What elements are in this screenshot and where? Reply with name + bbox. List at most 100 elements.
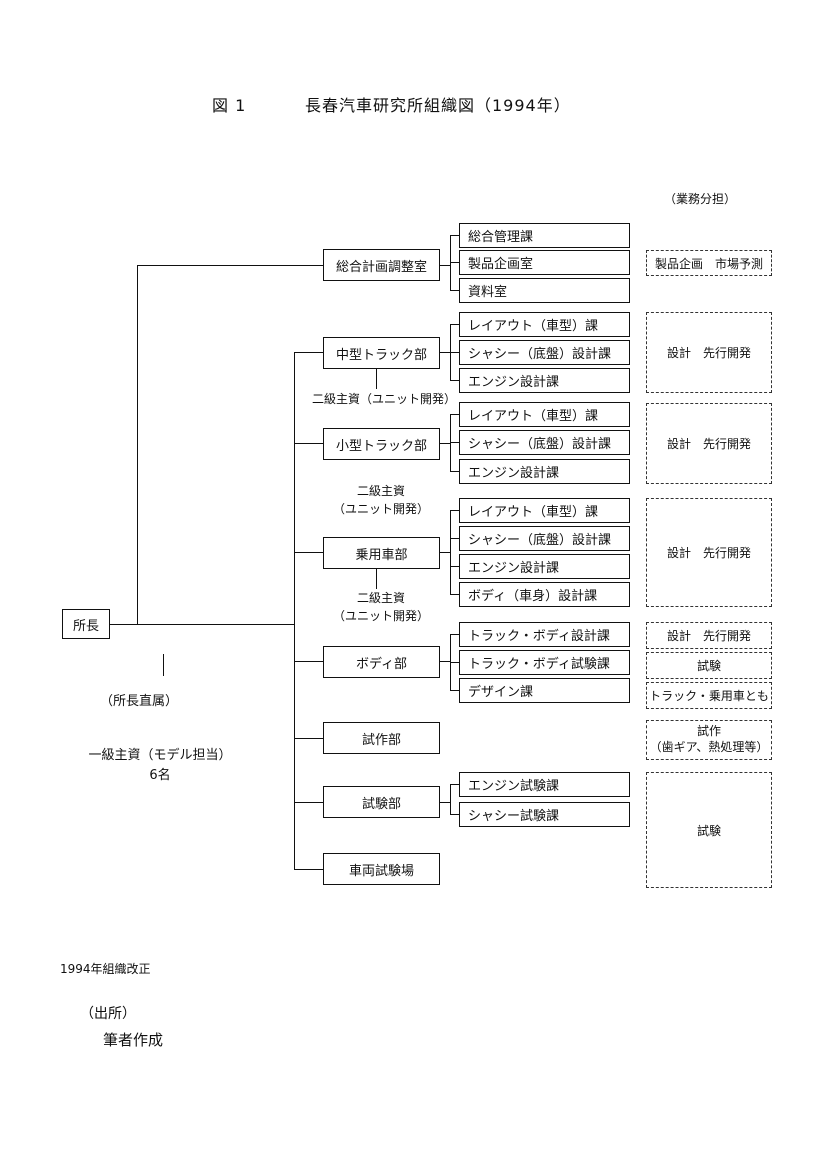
connector-medium-sub [376, 369, 377, 389]
connector-body-3 [450, 690, 459, 691]
dept-prototype-label: 試作部 [361, 732, 401, 748]
connector-testing-1 [450, 784, 459, 785]
connector-passenger-3 [450, 566, 459, 567]
section-label: レイアウト（車型）課 [468, 505, 599, 520]
role-passenger-car: 設計 先行開発 [646, 498, 772, 607]
connector-testing-vertical [450, 784, 451, 814]
dept-prototype: 試作部 [323, 722, 440, 754]
dept-planning-label: 総合計画調整室 [335, 259, 427, 275]
dept-passenger-car: 乗用車部 [323, 537, 440, 569]
dept-proving-ground: 車両試験場 [323, 853, 440, 885]
connector-to-small [294, 443, 323, 444]
role-planning: 製品企画 市場予測 [646, 250, 772, 276]
connector-passenger-4 [450, 594, 459, 595]
connector-small-1 [450, 414, 459, 415]
role-prototype: 試作 （歯ギア、熱処理等） [646, 720, 772, 760]
sub-engineer-passenger-line2: （ユニット開発） [332, 609, 429, 623]
connector-body-out [440, 661, 450, 662]
dept-body: ボディ部 [323, 646, 440, 678]
section-planning-2: 製品企画室 [459, 250, 630, 275]
role-medium-truck: 設計 先行開発 [646, 312, 772, 393]
role-label: 設計 先行開発 [666, 346, 751, 360]
section-body-1: トラック・ボディ設計課 [459, 622, 630, 647]
role-header: （業務分担） [664, 192, 737, 206]
section-label: 資料室 [468, 285, 508, 300]
role-label: 設計 先行開発 [666, 546, 751, 560]
connector-passenger-2 [450, 538, 459, 539]
role-body-design-dept: トラック・乗用車とも [646, 682, 772, 709]
chart-title: 長春汽車研究所組織図（1994年） [305, 96, 571, 115]
role-small-truck: 設計 先行開発 [646, 403, 772, 484]
connector-planning-1 [450, 235, 459, 236]
connector-testing-2 [450, 814, 459, 815]
connector-planning-2 [450, 262, 459, 263]
sub-engineer-medium: 二級主資（ユニット開発） [312, 392, 457, 406]
section-label: エンジン設計課 [468, 561, 560, 576]
connector-medium-out [440, 352, 450, 353]
section-small-1: レイアウト（車型）課 [459, 402, 630, 427]
connector-passenger-sub [376, 569, 377, 589]
role-label: 試験 [696, 823, 721, 838]
sub-engineer-small-line1: 二級主資 [356, 484, 405, 498]
director-box: 所長 [62, 609, 110, 639]
section-label: トラック・ボディ設計課 [468, 629, 610, 644]
connector-passenger-vertical [450, 510, 451, 594]
connector-medium-3 [450, 380, 459, 381]
section-label: エンジン設計課 [468, 375, 560, 390]
connector-director-trunk [110, 624, 294, 625]
section-passenger-4: ボディ（車身）設計課 [459, 582, 630, 607]
role-prototype-line1: 試作 [696, 724, 721, 739]
section-testing-1: エンジン試験課 [459, 772, 630, 797]
connector-small-3 [450, 471, 459, 472]
section-medium-2: シャシー（底盤）設計課 [459, 340, 630, 365]
section-label: デザイン課 [468, 685, 534, 700]
dept-body-label: ボディ部 [355, 656, 408, 672]
section-body-3: デザイン課 [459, 678, 630, 703]
section-body-2: トラック・ボディ試験課 [459, 650, 630, 675]
section-passenger-3: エンジン設計課 [459, 554, 630, 579]
connector-planning-3 [450, 290, 459, 291]
dept-small-truck: 小型トラック部 [323, 428, 440, 460]
connector-medium-1 [450, 324, 459, 325]
section-passenger-2: シャシー（底盤）設計課 [459, 526, 630, 551]
section-small-2: シャシー（底盤）設計課 [459, 430, 630, 455]
connector-passenger-1 [450, 510, 459, 511]
connector-to-body [294, 661, 323, 662]
role-label: 試験 [696, 659, 721, 673]
section-planning-3: 資料室 [459, 278, 630, 303]
connector-body-1 [450, 634, 459, 635]
dept-proving-ground-label: 車両試験場 [348, 863, 414, 879]
role-body-design: 設計 先行開発 [646, 622, 772, 649]
connector-to-proving [294, 869, 323, 870]
sub-engineer-small: 二級主資 （ユニット開発） [306, 482, 456, 518]
section-passenger-1: レイアウト（車型）課 [459, 498, 630, 523]
connector-left-trunk [137, 265, 138, 624]
sub-engineer-passenger: 二級主資 （ユニット開発） [306, 589, 456, 625]
dept-testing: 試験部 [323, 786, 440, 818]
figure-number: 図 1 [212, 96, 247, 115]
section-label: 総合管理課 [468, 230, 534, 245]
role-label: 製品企画 市場予測 [654, 256, 763, 271]
footer-note: 1994年組織改正 [60, 962, 151, 976]
role-prototype-line2: （歯ギア、熱処理等） [649, 740, 769, 754]
chief-engineer-line1: 一級主資（モデル担当） [88, 748, 232, 763]
connector-medium-2 [450, 352, 459, 353]
connector-body-2 [450, 662, 459, 663]
chief-engineer-line2: 6名 [149, 767, 171, 783]
director-label: 所長 [72, 618, 99, 634]
role-label: トラック・乗用車とも [649, 689, 769, 703]
dept-planning: 総合計画調整室 [323, 249, 440, 281]
section-label: エンジン試験課 [468, 779, 560, 794]
section-testing-2: シャシー試験課 [459, 802, 630, 827]
section-planning-1: 総合管理課 [459, 223, 630, 248]
section-label: シャシー（底盤）設計課 [468, 347, 612, 362]
section-label: レイアウト（車型）課 [468, 319, 599, 334]
section-label: 製品企画室 [468, 257, 534, 272]
dept-testing-label: 試験部 [361, 796, 401, 812]
dept-medium-truck: 中型トラック部 [323, 337, 440, 369]
dept-passenger-car-label: 乗用車部 [355, 547, 408, 563]
footer-source: 筆者作成 [103, 1031, 164, 1049]
section-small-3: エンジン設計課 [459, 459, 630, 484]
role-testing: 試験 [646, 772, 772, 888]
section-label: ボディ（車身）設計課 [468, 589, 598, 604]
